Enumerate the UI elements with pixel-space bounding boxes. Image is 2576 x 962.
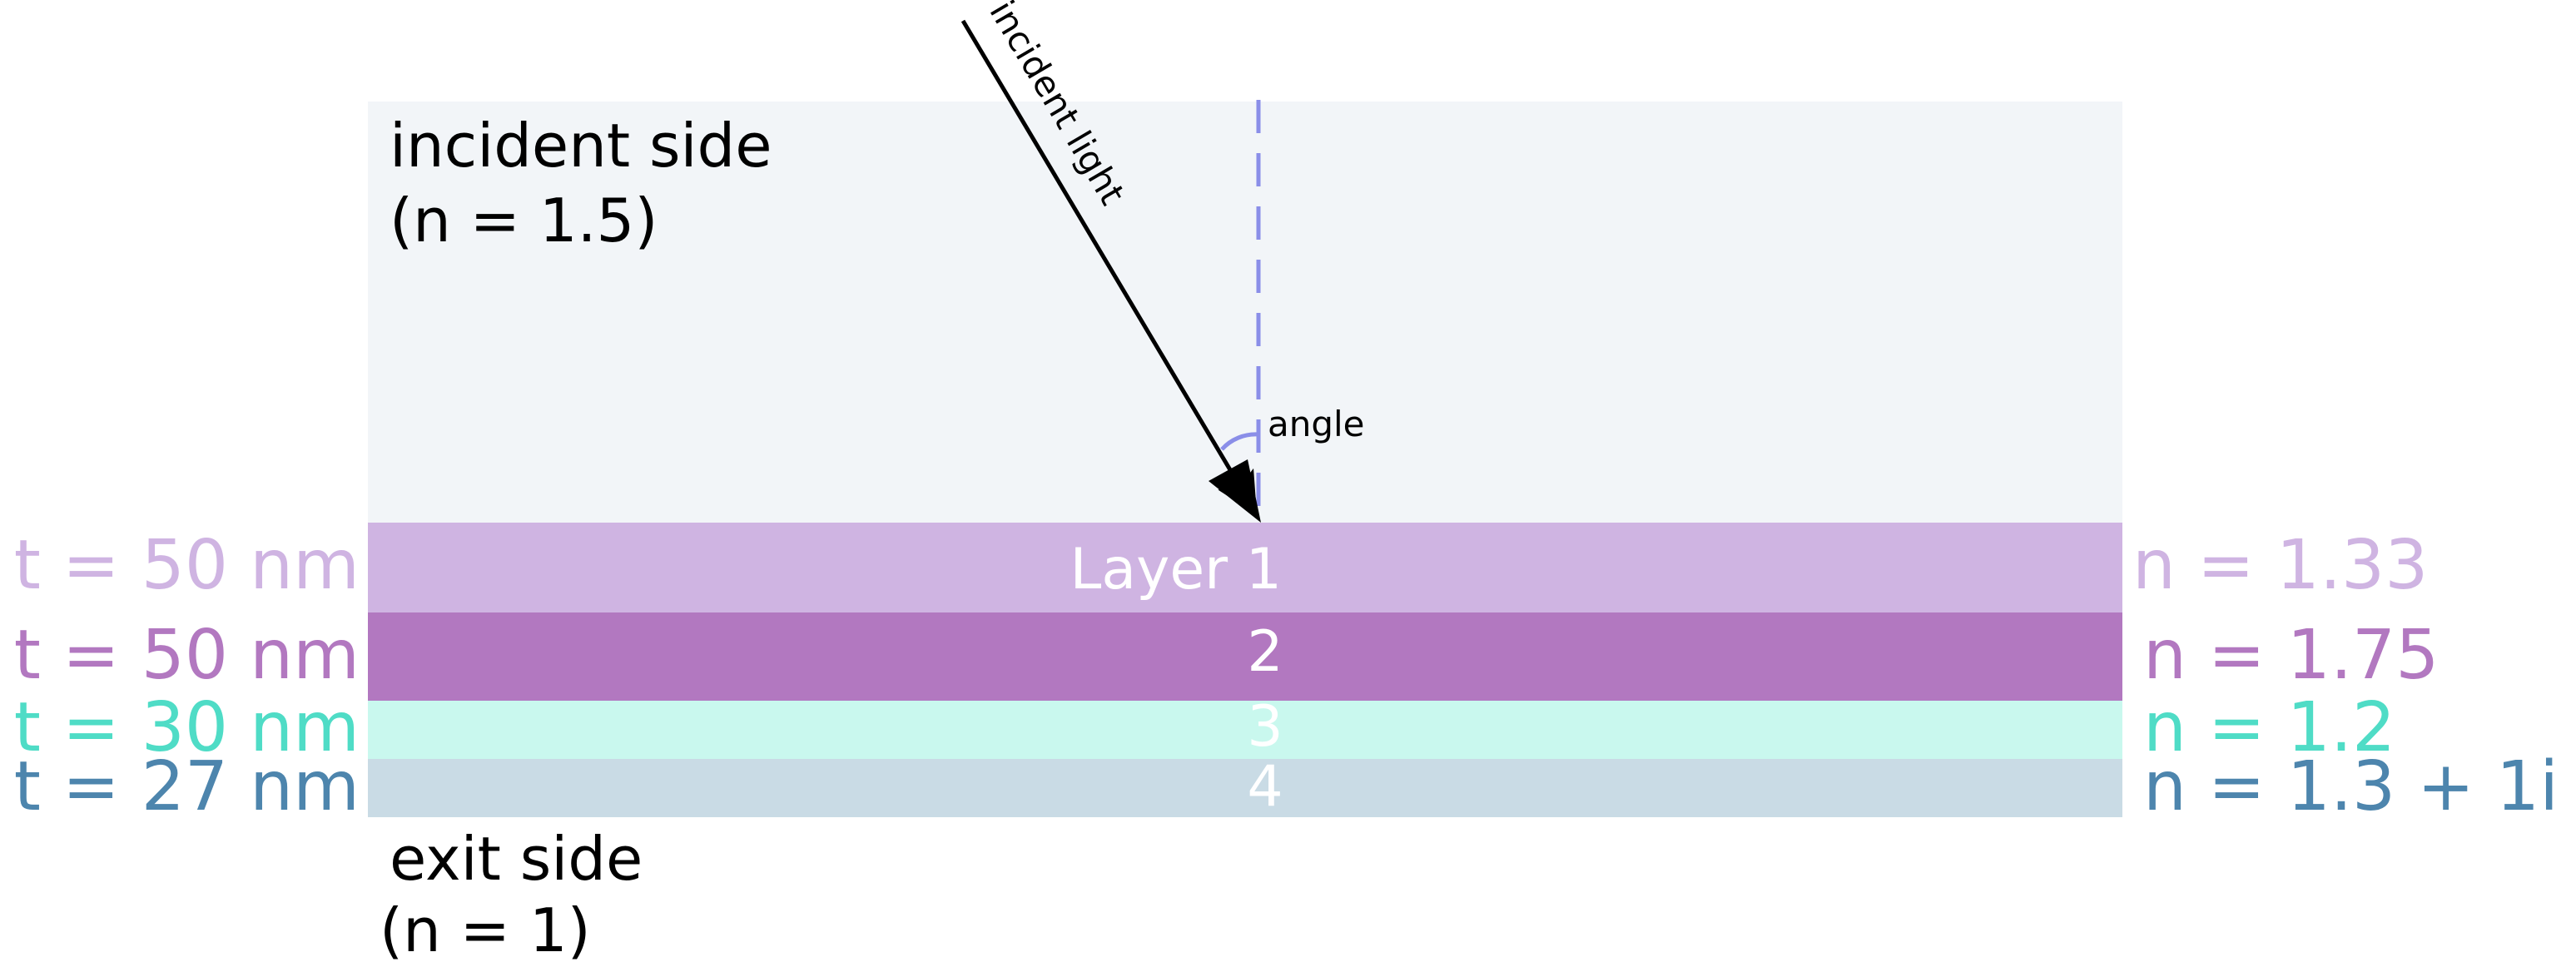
incident-side-label: incident side <box>390 111 772 181</box>
layer-4-thickness: t = 27 nm <box>14 747 360 826</box>
layer-1-thickness: t = 50 nm <box>14 526 360 605</box>
layer-2-rect <box>368 612 2122 701</box>
layer-4-rect <box>368 759 2122 817</box>
layer-3-rect <box>368 701 2122 759</box>
layer-3-label: 3 <box>1247 694 1283 760</box>
layer-3-index: n = 1.2 <box>2143 688 2395 767</box>
arrow-head-icon <box>1209 459 1261 523</box>
incident-light-arrow <box>960 19 1258 515</box>
angle-arc <box>1220 432 1259 451</box>
layer-1-rect <box>368 523 2122 612</box>
layer-stack: Layer 1 2 3 4 t = 50 nm t = 50 nm t = 30… <box>14 523 2559 826</box>
exit-side-label: exit side <box>390 824 643 894</box>
exit-side-index: (n = 1) <box>380 895 591 962</box>
layer-1-index: n = 1.33 <box>2132 526 2428 605</box>
angle-label: angle <box>1268 404 1365 444</box>
layer-4-label: 4 <box>1247 754 1283 820</box>
incident-side-index: (n = 1.5) <box>390 186 658 255</box>
layer-2-index: n = 1.75 <box>2143 616 2439 695</box>
incident-side-region <box>368 102 2122 523</box>
layer-1-label: Layer 1 <box>1070 537 1282 602</box>
layer-3-thickness: t = 30 nm <box>14 688 360 767</box>
layer-2-label: 2 <box>1247 619 1283 685</box>
layer-4-index: n = 1.3 + 1i <box>2143 747 2559 826</box>
layer-2-thickness: t = 50 nm <box>14 616 360 695</box>
